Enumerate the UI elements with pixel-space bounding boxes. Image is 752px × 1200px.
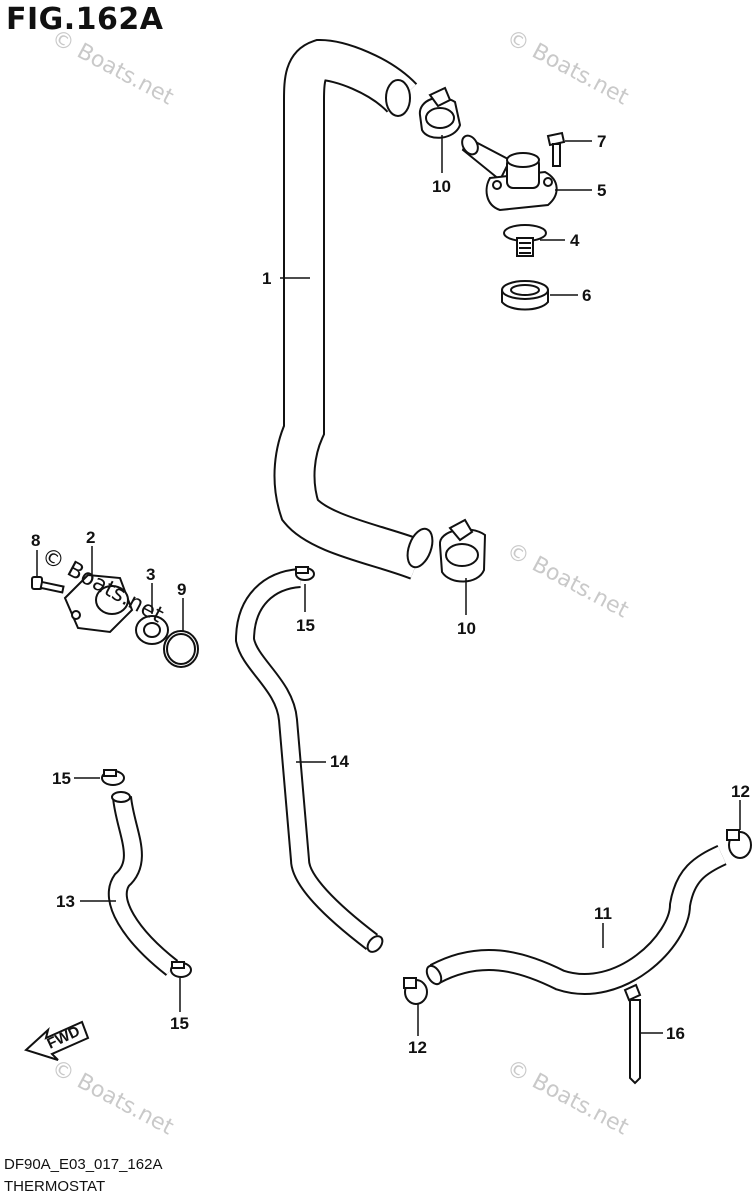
callout-3: 3: [146, 565, 155, 584]
callout-11: 11: [594, 904, 612, 923]
housing-2: [63, 573, 134, 634]
clamp-12-left: [403, 977, 428, 1005]
hose-1: [273, 38, 434, 580]
callout-15-left-lower: 15: [170, 1014, 189, 1033]
callout-2: 2: [86, 528, 95, 547]
watermark: © Boats.net: [502, 538, 633, 623]
clamp-10-lower: [439, 518, 487, 583]
hose-11: [425, 844, 727, 995]
o-ring-9: [163, 630, 199, 668]
fwd-arrow: FWD: [24, 1020, 90, 1061]
callout-5: 5: [597, 181, 606, 200]
thermostat-4: [503, 224, 547, 257]
cable-tie-16: [623, 983, 642, 1085]
part-3: [135, 615, 169, 645]
clamp-15-upper: [295, 566, 315, 581]
clamp-10-top: [418, 86, 462, 139]
callout-4: 4: [570, 231, 580, 250]
watermark: © Boats.net: [502, 25, 633, 110]
thermostat-cover-5: [461, 134, 558, 212]
gasket-6: [501, 280, 549, 311]
leader-lines: [36, 135, 741, 1036]
hose-13: [107, 791, 179, 976]
callout-9: 9: [177, 580, 186, 599]
diagram-code: DF90A_E03_017_162A: [4, 1156, 163, 1173]
watermark: © Boats.net: [47, 25, 178, 110]
watermark: © Boats.net: [502, 1055, 633, 1140]
clamp-15-left-upper: [101, 769, 125, 786]
clamp-15-left-lower: [170, 961, 192, 978]
hose-14: [234, 568, 384, 953]
figure-title: FIG.162A: [6, 2, 164, 37]
bolt-8: [31, 576, 65, 594]
callout-1: 1: [262, 269, 271, 288]
callout-14: 14: [330, 752, 349, 771]
callout-8: 8: [31, 531, 40, 550]
callout-15-upper: 15: [296, 616, 315, 635]
callout-6: 6: [582, 286, 591, 305]
callout-16: 16: [666, 1024, 685, 1043]
callout-12-left: 12: [408, 1038, 427, 1057]
callout-10-top: 10: [432, 177, 451, 196]
callout-7: 7: [597, 132, 606, 151]
callout-15-left-upper: 15: [52, 769, 71, 788]
callout-10-lower: 10: [457, 619, 476, 638]
callout-13: 13: [56, 892, 75, 911]
clamp-12-right: [726, 829, 752, 859]
diagram-name: THERMOSTAT: [4, 1178, 106, 1195]
bolt-7: [546, 131, 566, 167]
callout-12-right: 12: [731, 782, 750, 801]
watermark: © Boats.net: [47, 1055, 178, 1140]
